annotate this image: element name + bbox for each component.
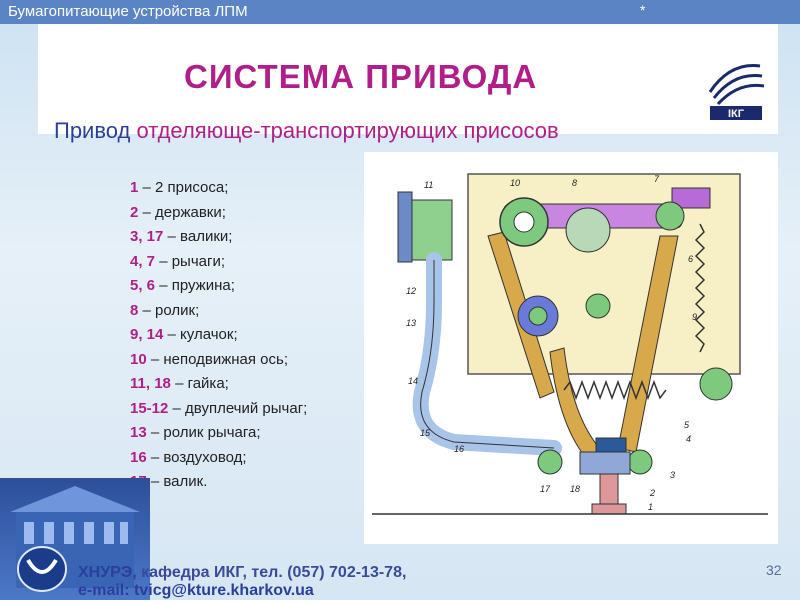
legend-row: 2 – державки;: [130, 201, 307, 226]
diagram-label: 16: [454, 444, 464, 454]
diagram-label: 1: [648, 502, 653, 512]
legend-num: 2: [130, 203, 139, 221]
slide-subtitle: Привод отделяюще-транспортирующих присос…: [54, 118, 559, 144]
department-contact: кафедра ИКГ, тел. (057) 702-13-78,: [141, 564, 407, 581]
diagram-label: 2: [649, 488, 655, 498]
parts-legend: 1 – 2 присоса; 2 – державки; 3, 17 – вал…: [130, 176, 307, 495]
legend-row: 11, 18 – гайка;: [130, 372, 307, 397]
legend-text: – двуплечий рычаг;: [172, 399, 308, 417]
diagram-label: 3: [670, 470, 675, 480]
legend-row: 16 – воздуховод;: [130, 446, 307, 471]
diagram-label: 5: [684, 420, 690, 430]
diagram-label: 12: [406, 286, 416, 296]
diagram-label: 17: [540, 484, 551, 494]
legend-text: – воздуховод;: [150, 448, 247, 466]
diagram-label: 18: [570, 484, 580, 494]
diagram-label: 14: [408, 376, 418, 386]
legend-num: 10: [130, 350, 147, 368]
legend-num: 5, 6: [130, 277, 156, 294]
title-banner: [38, 24, 778, 134]
legend-text: – ролик;: [142, 301, 200, 319]
legend-num: 9, 14: [130, 326, 164, 343]
diagram-label: 15: [420, 428, 431, 438]
legend-text: – валик.: [150, 473, 208, 490]
page-number: 32: [766, 562, 782, 578]
legend-text: – неподвижная ось;: [150, 350, 289, 368]
legend-row: 13 – ролик рычага;: [130, 421, 307, 446]
legend-row: 4, 7 – рычаги;: [130, 250, 307, 275]
legend-num: 16: [130, 448, 147, 466]
legend-text: – державки;: [142, 203, 226, 221]
legend-num: 8: [130, 301, 139, 319]
legend-num: 3, 17: [130, 228, 164, 245]
diagram-label: 9: [692, 312, 697, 322]
university-building-photo: [0, 478, 150, 600]
footer-email: e-mail: tvicg@kture.kharkov.ua: [78, 582, 314, 599]
subtitle-part-b: отделяюще-транспортирующих присосов: [136, 118, 559, 143]
drive-mechanism-diagram: 11 10 8 7 12 13 6 9 14 5 15 4 16 3 17 18…: [364, 152, 778, 544]
legend-text: – рычаги;: [159, 252, 226, 270]
legend-text: – ролик рычага;: [150, 424, 261, 441]
legend-num: 11, 18: [130, 375, 171, 392]
top-bar: Бумагопитающие устройства ЛПМ *: [0, 0, 800, 24]
diagram-label: 8: [572, 178, 577, 188]
university-logo-icon: [17, 546, 67, 592]
footer-line-1: ХНУРЭ, кафедра ИКГ, тел. (057) 702-13-78…: [78, 564, 406, 582]
legend-num: 4, 7: [130, 252, 156, 270]
diagram-label: 11: [424, 180, 433, 190]
legend-row: 1 – 2 присоса;: [130, 176, 307, 201]
legend-num: 15-12: [130, 399, 169, 417]
deck-title: Бумагопитающие устройства ЛПМ: [8, 3, 248, 20]
university-name: ХНУРЭ,: [78, 564, 137, 581]
legend-num: 1: [130, 179, 139, 196]
ikg-logo-icon: ІКГ: [708, 64, 765, 120]
legend-text: – пружина;: [159, 277, 235, 294]
legend-text: – гайка;: [175, 375, 229, 392]
legend-row: 10 – неподвижная ось;: [130, 348, 307, 373]
legend-row: 8 – ролик;: [130, 299, 307, 324]
legend-text: – валики;: [167, 228, 233, 245]
header-mark: *: [640, 2, 646, 18]
logo-text: ІКГ: [728, 108, 745, 120]
diagram-label: 7: [654, 174, 660, 184]
legend-num: 13: [130, 424, 147, 441]
slide-title: СИСТЕМА ПРИВОДА: [184, 58, 538, 95]
legend-text: – 2 присоса;: [142, 179, 229, 196]
legend-text: – кулачок;: [167, 326, 238, 343]
legend-row: 9, 14 – кулачок;: [130, 323, 307, 348]
diagram-label: 10: [510, 178, 520, 188]
legend-row: 3, 17 – валики;: [130, 225, 307, 250]
legend-row: 15-12 – двуплечий рычаг;: [130, 397, 307, 422]
legend-row: 5, 6 – пружина;: [130, 274, 307, 299]
diagram-label: 6: [688, 254, 693, 264]
diagram-label: 13: [406, 318, 416, 328]
legend-row: 17 – валик.: [130, 470, 307, 495]
subtitle-part-a: Привод: [54, 118, 131, 143]
footer: ХНУРЭ, кафедра ИКГ, тел. (057) 702-13-78…: [0, 548, 800, 600]
diagram-label: 4: [686, 434, 691, 444]
